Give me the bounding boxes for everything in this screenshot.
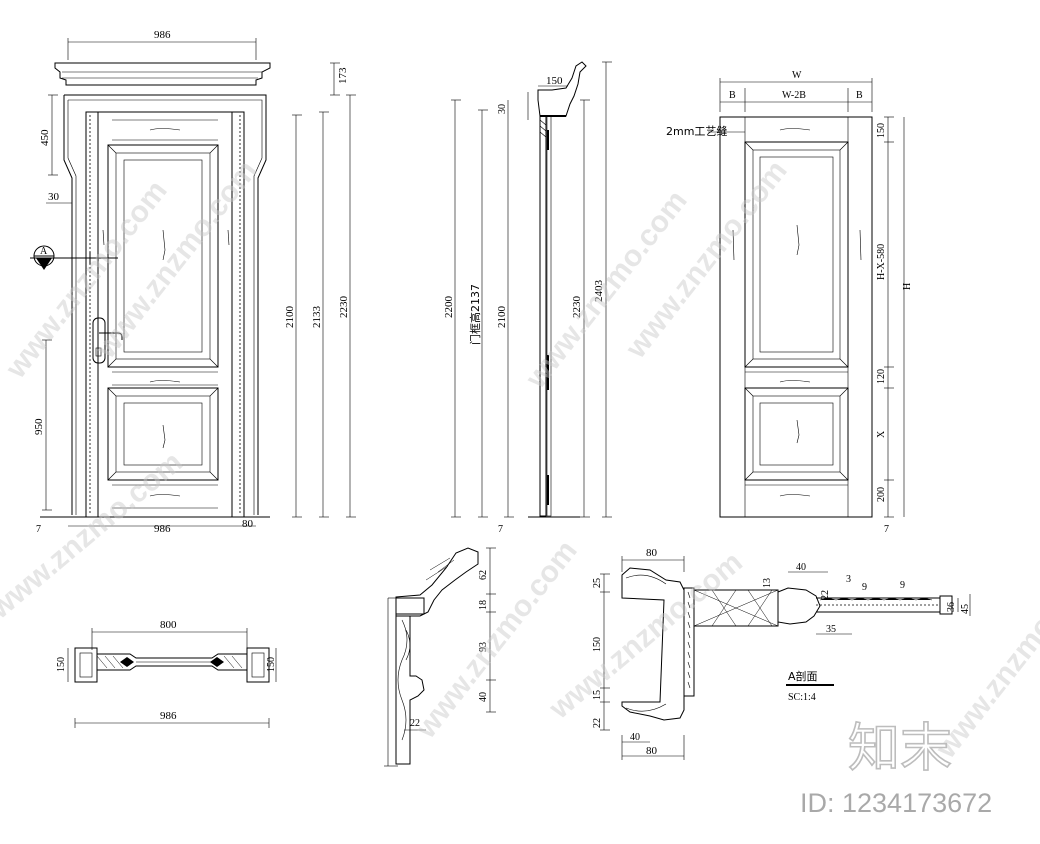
dim-leaf-height: 2100	[284, 306, 296, 329]
dim-cornice-62: 62	[478, 570, 489, 580]
dim-cornice-40: 40	[478, 692, 489, 702]
dim-plan-150-right: 150	[266, 657, 277, 672]
dim-cornice-93: 93	[478, 642, 489, 652]
dim-overall-2200: 2200	[443, 296, 455, 319]
dim-param-b-right: B	[856, 90, 863, 101]
dim-a-80-top: 80	[646, 547, 658, 559]
section-a-detail	[621, 567, 953, 721]
dim-param-200: 200	[876, 487, 887, 502]
dim-param-h-x-580: H-X-580	[876, 244, 887, 280]
plan-dimensions: 800 150 150 986	[56, 619, 277, 728]
dim-a-22: 22	[592, 718, 603, 728]
dim-cornice-18: 18	[478, 600, 489, 610]
dim-plan-800: 800	[160, 619, 177, 631]
dim-top-gap: 30	[497, 104, 508, 114]
cornice-detail	[384, 547, 479, 767]
note-process-gap: 2mm工艺缝	[666, 124, 727, 138]
dim-a-80-bottom: 80	[646, 745, 658, 757]
dim-a-40-top: 40	[796, 562, 806, 573]
dim-leaf-2100: 2100	[496, 306, 508, 329]
side-section	[527, 61, 587, 518]
dim-a-25: 25	[592, 578, 603, 588]
dim-a-36: 36	[946, 602, 957, 612]
dim-a-35: 35	[826, 624, 836, 635]
dim-cornice-22: 22	[410, 718, 420, 729]
dim-casing-width: 80	[242, 518, 254, 530]
dim-param-b-left: B	[729, 90, 736, 101]
dim-frame-height: 2133	[311, 306, 323, 329]
dim-a-45: 45	[960, 604, 971, 614]
dim-cornice-height: 173	[337, 67, 349, 84]
section-a-title: A剖面	[788, 669, 818, 683]
dim-handle-height: 950	[33, 418, 45, 435]
dim-plan-150-left: 150	[56, 657, 67, 672]
image-id: ID: 1234173672	[800, 788, 992, 818]
parametric-elevation	[708, 116, 873, 518]
plan-section	[74, 647, 270, 683]
dim-casing-head: 450	[39, 129, 51, 146]
dim-a-40-bottom: 40	[630, 732, 640, 743]
dim-plan-986: 986	[160, 710, 177, 722]
dim-a-9-left: 9	[862, 582, 867, 593]
dim-param-w: W	[792, 70, 802, 81]
dim-param-w-2b: W-2B	[782, 90, 806, 101]
dim-frame-height-label: 门框高2137	[468, 284, 482, 345]
section-marker-label: A	[40, 246, 48, 257]
brand-logo-text: 知末	[848, 719, 952, 779]
dim-casing-offset: 30	[48, 191, 60, 203]
side-section-dimensions: 150 30 2200 门框高2137 2100 2230 2403 7	[443, 61, 612, 535]
dim-a-13: 13	[762, 578, 773, 588]
dim-a-22-mid: 22	[820, 590, 831, 600]
dim-top-width: 986	[154, 29, 171, 41]
dim-param-x: X	[876, 430, 887, 438]
dim-param-h: H	[902, 283, 913, 290]
dim-casing-2230: 2230	[571, 296, 583, 319]
dim-bottom-width: 986	[154, 523, 171, 535]
dim-cornice-depth: 150	[546, 75, 563, 87]
front-elevation-dimensions: 986 173 450 30 950 7 986 80 2100 2133 22…	[33, 29, 356, 535]
dim-a-150: 150	[592, 637, 603, 652]
section-a-scale: SC:1:4	[788, 692, 816, 703]
watermark-text-7: www.znzmo.com	[543, 545, 749, 726]
dim-a-15: 15	[592, 690, 603, 700]
dim-a-9-right: 9	[900, 580, 905, 591]
dim-param-150: 150	[876, 123, 887, 138]
parametric-dimensions: W B W-2B B 2mm工艺缝 150 H-X-580 H 120 X 20…	[666, 70, 913, 535]
watermark-text-5: www.znzmo.com	[0, 445, 189, 626]
cornice-dimensions: 62 18 93 40 22	[404, 547, 496, 731]
dim-side-floor-gap: 7	[498, 524, 503, 535]
dim-total-2403: 2403	[593, 280, 605, 303]
dim-floor-gap: 7	[36, 524, 41, 535]
dim-param-120: 120	[876, 369, 887, 384]
front-elevation: A	[30, 62, 271, 518]
dim-casing-height: 2230	[338, 296, 350, 319]
section-a-dimensions: 80 25 150 15 22 40 80 40 13 22 35 9 9 3 …	[592, 547, 971, 760]
dim-a-3: 3	[846, 574, 851, 585]
dim-param-7: 7	[884, 524, 889, 535]
